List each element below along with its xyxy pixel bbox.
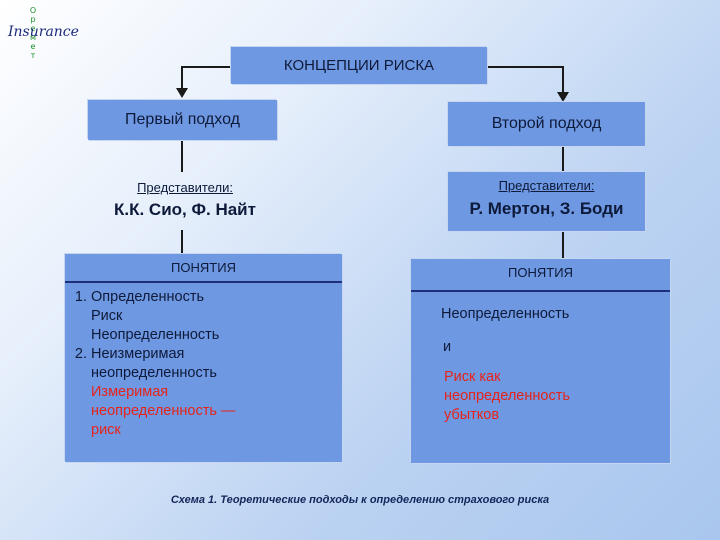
logo-word: Insurance — [8, 24, 79, 40]
right-conjunction: и — [443, 339, 452, 355]
right-concepts-header: ПОНЯТИЯ — [508, 265, 573, 280]
right-reps-label: Представители: — [498, 178, 595, 193]
left-concepts-box: ПОНЯТИЯ Определенность Риск Неопределенн… — [65, 254, 342, 462]
arrow-right-icon — [557, 92, 569, 102]
left-reps-label: Представители: — [137, 180, 233, 195]
left-approach-label: Первый подход — [125, 111, 240, 128]
right-risk-definition: Риск как неопределенность убытков — [444, 369, 570, 423]
connector-left-approach-reps — [181, 140, 183, 172]
list-item: Неизмеримая неопределенность Измеримая н… — [91, 345, 235, 440]
left-concepts-header: ПОНЯТИЯ — [171, 260, 236, 275]
connector-right-horizontal — [487, 66, 564, 68]
right-reps-names: Р. Мертон, З. Боди — [469, 199, 624, 218]
logo-vertical-letters: О р е м е т — [29, 6, 37, 60]
connector-right-reps-concepts — [562, 231, 564, 259]
connector-right-vertical — [562, 66, 564, 92]
connector-right-approach-reps — [562, 146, 564, 172]
arrow-left-icon — [176, 88, 188, 98]
right-concepts-divider — [411, 290, 670, 292]
left-reps-names: К.К. Сио, Ф. Найт — [114, 200, 256, 219]
diagram-caption: Схема 1. Теоретические подходы к определ… — [170, 494, 550, 506]
right-concepts-box: ПОНЯТИЯ Неопределенность и Риск как неоп… — [411, 259, 670, 463]
right-approach-box: Второй подход — [448, 102, 645, 146]
left-concepts-list: Определенность Риск Неопределенность Неи… — [65, 288, 235, 440]
connector-left-vertical — [181, 66, 183, 88]
right-item-uncertainty: Неопределенность — [441, 306, 570, 322]
left-representatives: Представители: К.К. Сио, Ф. Найт — [100, 180, 270, 220]
connector-left-horizontal — [181, 66, 231, 68]
left-concepts-divider — [65, 281, 342, 283]
list-item: Определенность Риск Неопределенность — [91, 288, 235, 345]
title-box: КОНЦЕПЦИИ РИСКА — [231, 47, 487, 84]
right-approach-label: Второй подход — [491, 115, 602, 132]
left-approach-box: Первый подход — [88, 100, 277, 140]
connector-left-reps-concepts — [181, 230, 183, 254]
diagram-title: КОНЦЕПЦИИ РИСКА — [283, 57, 435, 74]
right-representatives-box: Представители: Р. Мертон, З. Боди — [448, 172, 645, 231]
